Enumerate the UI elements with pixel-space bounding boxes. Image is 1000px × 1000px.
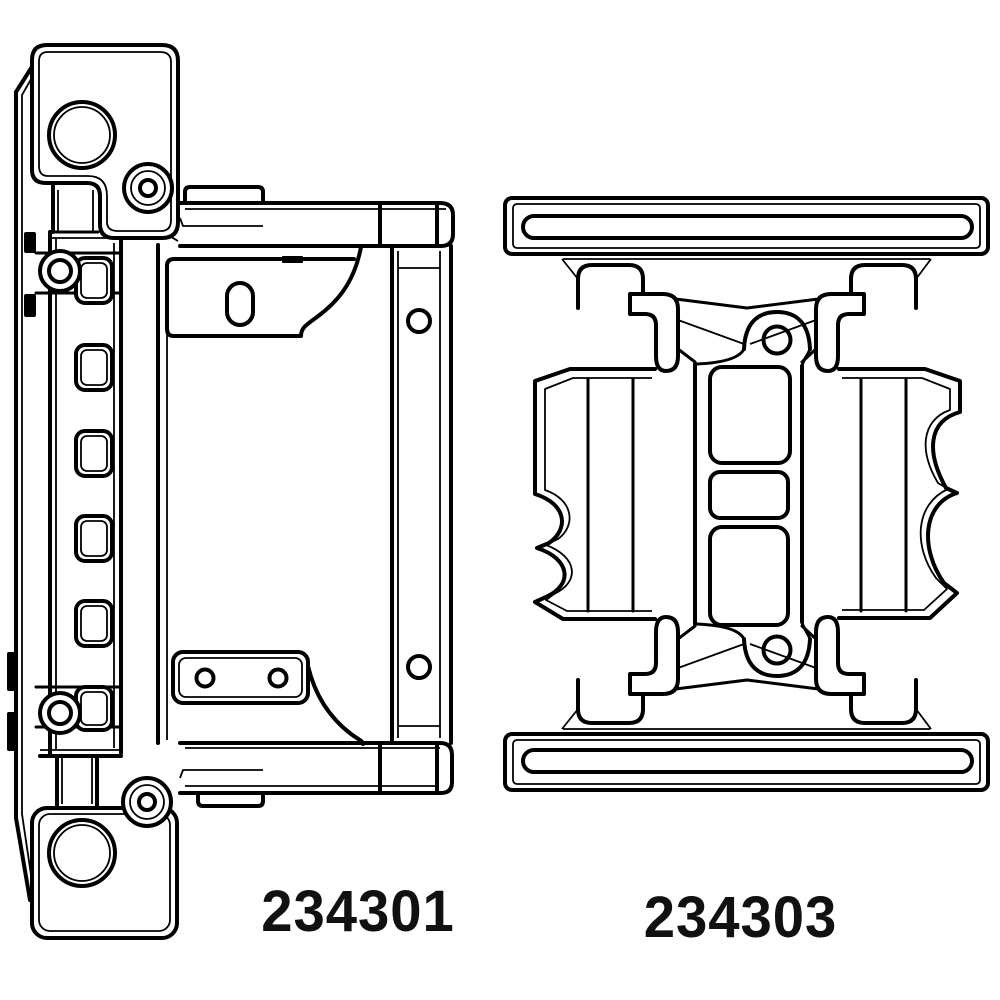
backing-strip	[7, 60, 39, 902]
two-hole-mount-plate	[171, 650, 310, 705]
top-screw-hole	[761, 324, 793, 356]
rail-screw-top	[38, 249, 82, 293]
chassis-surface-lines	[642, 293, 852, 695]
skid-bottom-bar	[503, 708, 990, 792]
skid-top-bar	[503, 196, 990, 280]
spine-cutouts	[708, 365, 792, 627]
top-washer-screw	[122, 162, 174, 214]
bottom-washer-screw	[121, 776, 173, 828]
mounting-feet	[576, 263, 918, 725]
top-mount-block	[30, 43, 180, 240]
part-number-label-right: 234303	[643, 885, 838, 950]
bottom-screw-hole	[761, 634, 793, 666]
rail-screw-bottom	[38, 691, 82, 735]
mount-rail	[34, 230, 123, 758]
bottom-mount-block	[30, 776, 179, 940]
rail-slot-holes	[74, 256, 114, 732]
left-part-drawing	[7, 43, 455, 940]
skid-side-brackets	[533, 367, 962, 621]
frame-beams	[178, 185, 455, 808]
skid-center-spine	[693, 310, 812, 678]
corner-hooks	[628, 292, 866, 696]
side-plate	[141, 222, 365, 746]
right-part-drawing	[503, 196, 990, 792]
part-number-label-left: 234301	[261, 879, 455, 944]
block-stems	[51, 184, 99, 810]
